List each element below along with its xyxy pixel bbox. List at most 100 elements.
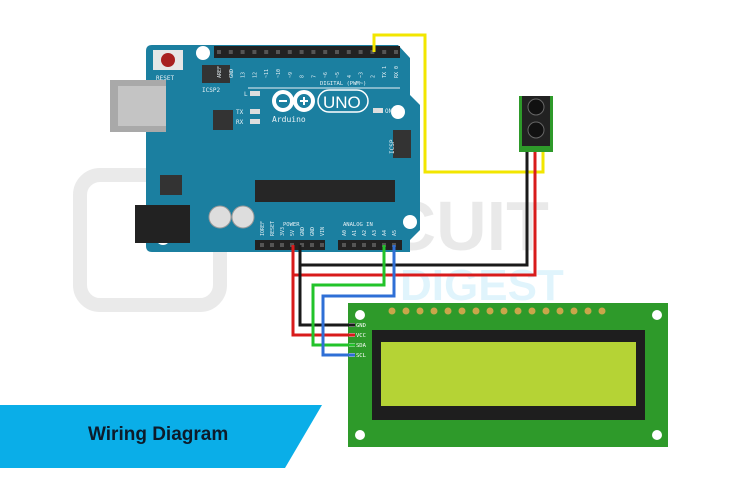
capacitor <box>231 205 255 229</box>
analog-label: ANALOG IN <box>343 222 373 228</box>
lcd-screen <box>381 342 636 406</box>
header-pin <box>342 243 346 247</box>
lcd-pad <box>514 307 522 315</box>
lcd-pad <box>402 307 410 315</box>
lcd-pad <box>458 307 466 315</box>
pin-label: ~5 <box>335 72 341 78</box>
caption-text: Wiring Diagram <box>88 424 229 445</box>
header-pin <box>300 243 304 247</box>
pin-label: 8 <box>300 75 306 78</box>
lcd-pad <box>584 307 592 315</box>
chip-small <box>213 110 233 130</box>
pin-label: GND <box>229 69 235 78</box>
power-pin-labels: IOREF RESET 3V3 5V GND GND VIN <box>260 221 326 247</box>
wire-green-sda <box>311 245 386 347</box>
header-pin <box>240 50 245 54</box>
wire-yellow-signal <box>372 33 545 174</box>
ir-sensor-module <box>519 96 553 152</box>
pin-label: ~3 <box>359 72 365 78</box>
lcd-pad <box>570 307 578 315</box>
wire-red-vcc-sensor <box>293 152 537 277</box>
header-pin <box>228 50 233 54</box>
pin-label: ~11 <box>264 69 270 78</box>
pin-label: 12 <box>252 72 258 78</box>
caption-banner <box>0 405 322 468</box>
wire-red-vcc-lcd <box>291 245 355 337</box>
header-pin <box>358 50 363 54</box>
header-pin <box>310 243 314 247</box>
led-tx-label: TX <box>236 109 244 116</box>
header-pin <box>270 243 274 247</box>
pin-label: TX 1 <box>382 66 388 78</box>
led-rx <box>250 119 260 124</box>
header-pin <box>252 50 257 54</box>
pin-label: A0 <box>342 230 348 236</box>
pin-label: 3V3 <box>280 227 286 236</box>
voltage-regulator <box>160 175 182 195</box>
pin-label: RESET <box>270 221 276 236</box>
led-l <box>250 91 260 96</box>
header-pin <box>287 50 292 54</box>
wire-black-gnd-sensor <box>300 152 529 267</box>
pin-label: ~10 <box>276 69 282 78</box>
model-label: UNO <box>323 93 361 112</box>
atmega-chip <box>255 180 395 202</box>
header-pin <box>352 243 356 247</box>
power-jack <box>135 205 190 243</box>
pin-label: ~9 <box>288 72 294 78</box>
lcd-pad <box>542 307 550 315</box>
header-pin <box>320 243 324 247</box>
header-pin <box>311 50 316 54</box>
pin-label: ~6 <box>323 72 329 78</box>
header-pin <box>276 50 280 54</box>
led-rx-label: RX <box>236 119 244 126</box>
lcd-pad <box>430 307 438 315</box>
lcd-pad <box>444 307 452 315</box>
arduino-logo: UNO Arduino <box>272 89 369 124</box>
pin-label: VIN <box>320 227 326 236</box>
digital-label: DIGITAL (PWM~) <box>320 81 366 87</box>
lcd-pad <box>416 307 424 315</box>
watermark-line2: DIGEST <box>400 261 564 310</box>
lcd-pad <box>598 307 606 315</box>
lcd-pad <box>472 307 480 315</box>
lcd-pad <box>388 307 396 315</box>
power-label: POWER <box>283 222 300 228</box>
pin-label: A4 <box>382 230 388 236</box>
header-pin <box>362 243 366 247</box>
header-pin <box>260 243 264 247</box>
wires <box>291 33 545 357</box>
pin-label: 2 <box>370 75 376 78</box>
header-pin <box>335 50 339 54</box>
pin-label: 13 <box>241 72 247 78</box>
header-pin <box>323 50 328 54</box>
pin-label: IOREF <box>260 221 266 236</box>
lcd-pin-label: SCL <box>356 353 367 359</box>
header-pin <box>264 50 269 54</box>
pin-label: RX 0 <box>394 66 400 78</box>
header-pin <box>372 243 376 247</box>
pin-label: AREF <box>217 66 223 78</box>
pin-label: A3 <box>372 230 378 236</box>
pin-label: GND <box>310 227 316 236</box>
pin-label: A5 <box>392 230 398 236</box>
lcd-pad <box>486 307 494 315</box>
led-on-label: ON <box>385 108 393 115</box>
header-pin <box>382 50 387 54</box>
header-pin <box>217 50 221 54</box>
brand-label: Arduino <box>272 115 306 124</box>
pin-label: GND <box>300 227 306 236</box>
reset-label: RESET <box>156 75 174 82</box>
header-pin <box>370 50 375 54</box>
header-pin <box>394 50 398 54</box>
pin-label: A2 <box>362 230 368 236</box>
wire-black-gnd-lcd <box>298 245 355 327</box>
led-on <box>373 108 383 113</box>
pin-label: 7 <box>311 75 317 78</box>
header-pin <box>280 243 284 247</box>
pin-label: 5V <box>290 230 296 236</box>
